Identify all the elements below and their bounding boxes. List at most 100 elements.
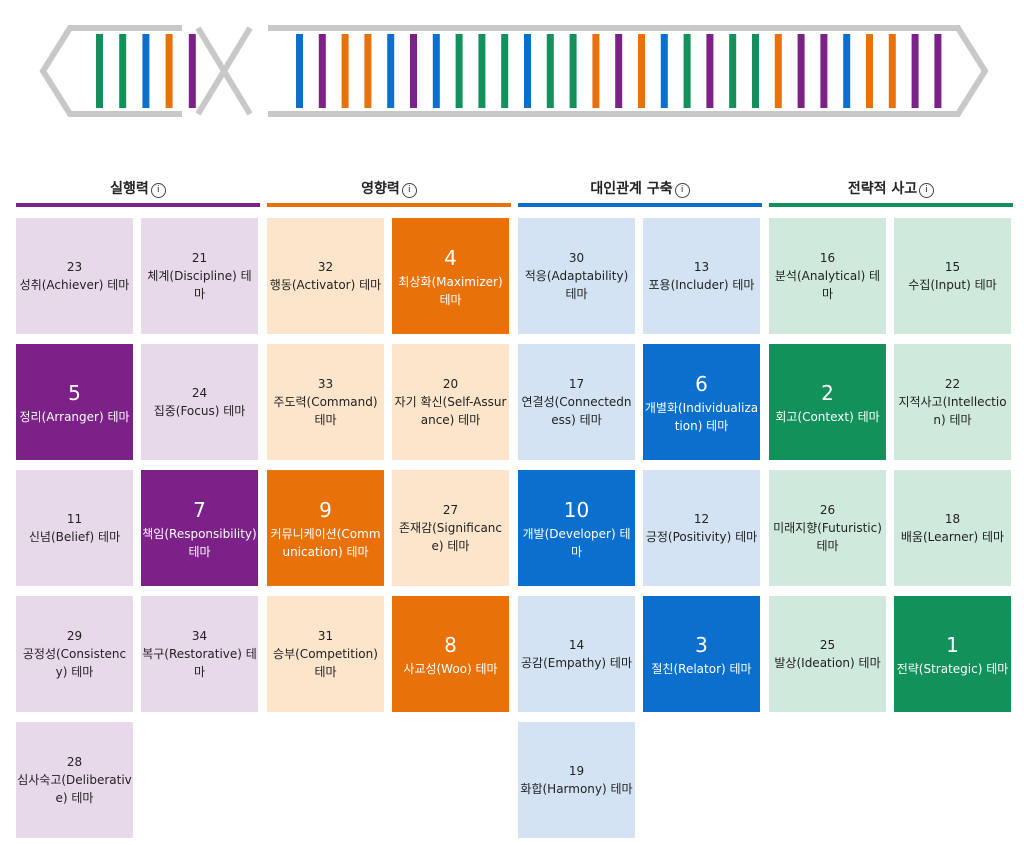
theme-card[interactable]: 12 긍정(Positivity) 테마 xyxy=(643,470,760,586)
dna-bar xyxy=(524,34,531,108)
theme-rank: 21 xyxy=(191,251,208,265)
theme-rank: 22 xyxy=(944,377,961,391)
dna-bar xyxy=(341,34,349,108)
theme-rank: 3 xyxy=(695,633,708,657)
theme-rank: 16 xyxy=(819,251,836,265)
theme-rank: 13 xyxy=(693,260,710,274)
theme-rank: 14 xyxy=(568,638,585,652)
theme-rank: 33 xyxy=(317,377,334,391)
theme-label: 절친(Relator) 테마 xyxy=(651,662,752,676)
dna-bar xyxy=(638,34,645,108)
theme-label: 긍정(Positivity) 테마 xyxy=(645,530,758,544)
dna-bar xyxy=(797,34,805,108)
domain-title: 실행력 xyxy=(110,181,149,197)
theme-rank: 32 xyxy=(317,260,334,274)
domain-underline xyxy=(267,203,511,207)
theme-label: 분석(Analytical) 테마 xyxy=(774,269,881,301)
theme-rank: 12 xyxy=(693,512,710,526)
domain-title: 전략적 사고 xyxy=(847,181,918,197)
dna-bar xyxy=(318,34,326,108)
theme-rank: 2 xyxy=(821,381,834,405)
info-icon[interactable]: i xyxy=(150,183,166,198)
dna-bar xyxy=(364,34,372,108)
theme-label: 회고(Context) 테마 xyxy=(775,410,880,424)
dna-bar xyxy=(410,34,417,108)
dna-bar xyxy=(729,34,737,108)
theme-rank: 11 xyxy=(66,512,83,526)
domain-underline xyxy=(518,203,762,207)
info-icon[interactable]: i xyxy=(401,183,417,198)
theme-rank: 8 xyxy=(444,633,457,657)
dna-bar xyxy=(478,34,486,108)
theme-rank: 20 xyxy=(442,377,459,391)
theme-label: 미래지향(Futuristic) 테마 xyxy=(773,521,882,553)
theme-label: 커뮤니케이션(Communication) 테마 xyxy=(270,527,381,559)
theme-label: 성취(Achiever) 테마 xyxy=(19,278,130,292)
theme-card[interactable]: 13 포용(Includer) 테마 xyxy=(643,218,760,334)
dna-bar xyxy=(866,34,873,108)
theme-label: 적응(Adaptability) 테마 xyxy=(524,269,629,301)
theme-rank: 25 xyxy=(819,638,836,652)
theme-card[interactable]: 6 개별화(Individualization) 테마 xyxy=(643,344,760,460)
theme-label: 개발(Developer) 테마 xyxy=(522,527,631,559)
theme-label: 포용(Includer) 테마 xyxy=(648,278,755,292)
dna-bar xyxy=(911,34,919,108)
dna-right-strand xyxy=(296,34,942,108)
theme-rank: 1 xyxy=(946,633,959,657)
dna-frame-segment xyxy=(268,25,989,117)
theme-label: 책임(Responsibility) 테마 xyxy=(142,527,257,559)
theme-card[interactable]: 3 절친(Relator) 테마 xyxy=(643,596,760,712)
theme-card[interactable]: 29 공정성(Consistency) 테마 xyxy=(16,596,133,712)
dna-bar xyxy=(615,34,623,108)
theme-label: 개별화(Individualization) 테마 xyxy=(644,401,759,433)
dna-frame xyxy=(39,25,989,117)
theme-card[interactable]: 11 신념(Belief) 테마 xyxy=(16,470,133,586)
info-icon[interactable]: i xyxy=(919,183,935,198)
theme-rank: 27 xyxy=(442,503,459,517)
theme-rank: 15 xyxy=(944,260,961,274)
domain-underline xyxy=(769,203,1013,207)
dna-bar xyxy=(843,34,851,108)
theme-card[interactable]: 16 분석(Analytical) 테마 xyxy=(769,218,886,334)
theme-label: 공정성(Consistency) 테마 xyxy=(22,647,127,679)
theme-rank: 19 xyxy=(568,764,585,778)
dna-bar xyxy=(119,34,127,108)
theme-rank: 17 xyxy=(568,377,585,391)
theme-label: 신념(Belief) 테마 xyxy=(28,530,121,544)
theme-rank: 5 xyxy=(68,381,81,405)
dna-bar xyxy=(706,34,714,108)
dna-bar xyxy=(774,34,782,108)
theme-rank: 6 xyxy=(695,372,708,396)
info-icon[interactable]: i xyxy=(674,183,690,198)
dna-bar xyxy=(501,34,509,108)
theme-card[interactable]: 2 회고(Context) 테마 xyxy=(769,344,886,460)
theme-rank: 29 xyxy=(66,629,83,643)
